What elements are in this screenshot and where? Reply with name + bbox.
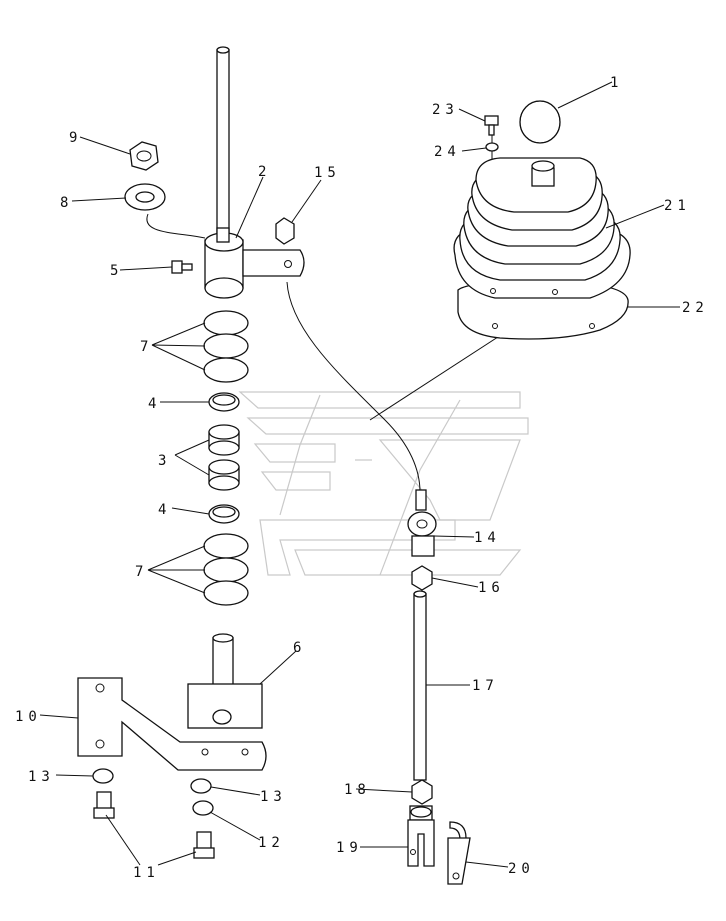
callout-16: 16: [478, 580, 505, 596]
callout-20: 20: [508, 861, 535, 877]
callout-17: 17: [472, 678, 499, 694]
callout-13-left: 13: [28, 769, 55, 785]
washer-part-12: [192, 800, 214, 816]
callout-1: 1: [610, 75, 623, 91]
callout-11: 11: [133, 865, 160, 881]
callout-19: 19: [336, 840, 363, 856]
lock-nut-part: [411, 565, 433, 591]
screw-part: [484, 115, 499, 136]
leader-lines: [39, 81, 680, 868]
callout-24: 24: [434, 144, 461, 160]
callout-13-right: 13: [260, 789, 287, 805]
callout-labels: 1 2 3 4 4 5 6 7 7 8 9 10 11 12 13 13 14 …: [15, 75, 709, 881]
brand-emblem-watermark-icon: [238, 391, 529, 576]
knob-part: [519, 100, 561, 144]
washer-stack-lower: [203, 533, 249, 606]
bearing-part-upper: [208, 424, 240, 456]
cable-line: [286, 281, 421, 493]
bushing-part: [208, 392, 240, 412]
callout-21: 21: [664, 198, 691, 214]
callout-3: 3: [158, 453, 171, 469]
washer-part: [124, 183, 166, 211]
bolt-part-b: [193, 831, 215, 859]
rod-nut-part: [411, 779, 433, 805]
callout-4-upper: 4: [148, 396, 161, 412]
callout-5: 5: [110, 263, 123, 279]
callout-18: 18: [344, 782, 371, 798]
callout-8: 8: [60, 195, 73, 211]
control-rod-part: [413, 590, 427, 781]
callout-15: 15: [314, 165, 341, 181]
bolt-part-a: [93, 791, 115, 819]
callout-10: 10: [15, 709, 42, 725]
callout-7-lower: 7: [135, 564, 148, 580]
small-washer-part: [485, 142, 499, 152]
callout-22: 22: [682, 300, 709, 316]
callout-9: 9: [69, 130, 82, 146]
callout-4-lower: 4: [158, 502, 171, 518]
callout-2: 2: [258, 164, 271, 180]
gear-lever-part: [204, 46, 305, 299]
callout-6: 6: [293, 640, 306, 656]
ball-joint-part: [407, 489, 437, 557]
bushing-part-lower: [208, 504, 240, 524]
washer-part-13b: [190, 778, 212, 794]
callout-23: 23: [432, 102, 459, 118]
pivot-block-part: [187, 633, 263, 729]
callout-7-upper: 7: [140, 339, 153, 355]
bearing-part-lower: [208, 459, 240, 491]
wire-line: [146, 213, 206, 239]
washer-stack-upper: [203, 310, 249, 383]
grease-nipple-part: [171, 260, 193, 274]
spring-clip-part: [447, 821, 471, 885]
hex-nut-part: [129, 141, 159, 171]
bracket-part: [77, 677, 267, 771]
washer-part-13a: [92, 768, 114, 784]
nut-part: [275, 217, 295, 245]
callout-14: 14: [474, 530, 501, 546]
rubber-boot-part: [453, 157, 631, 299]
callout-12: 12: [258, 835, 285, 851]
clevis-part: [407, 805, 435, 867]
